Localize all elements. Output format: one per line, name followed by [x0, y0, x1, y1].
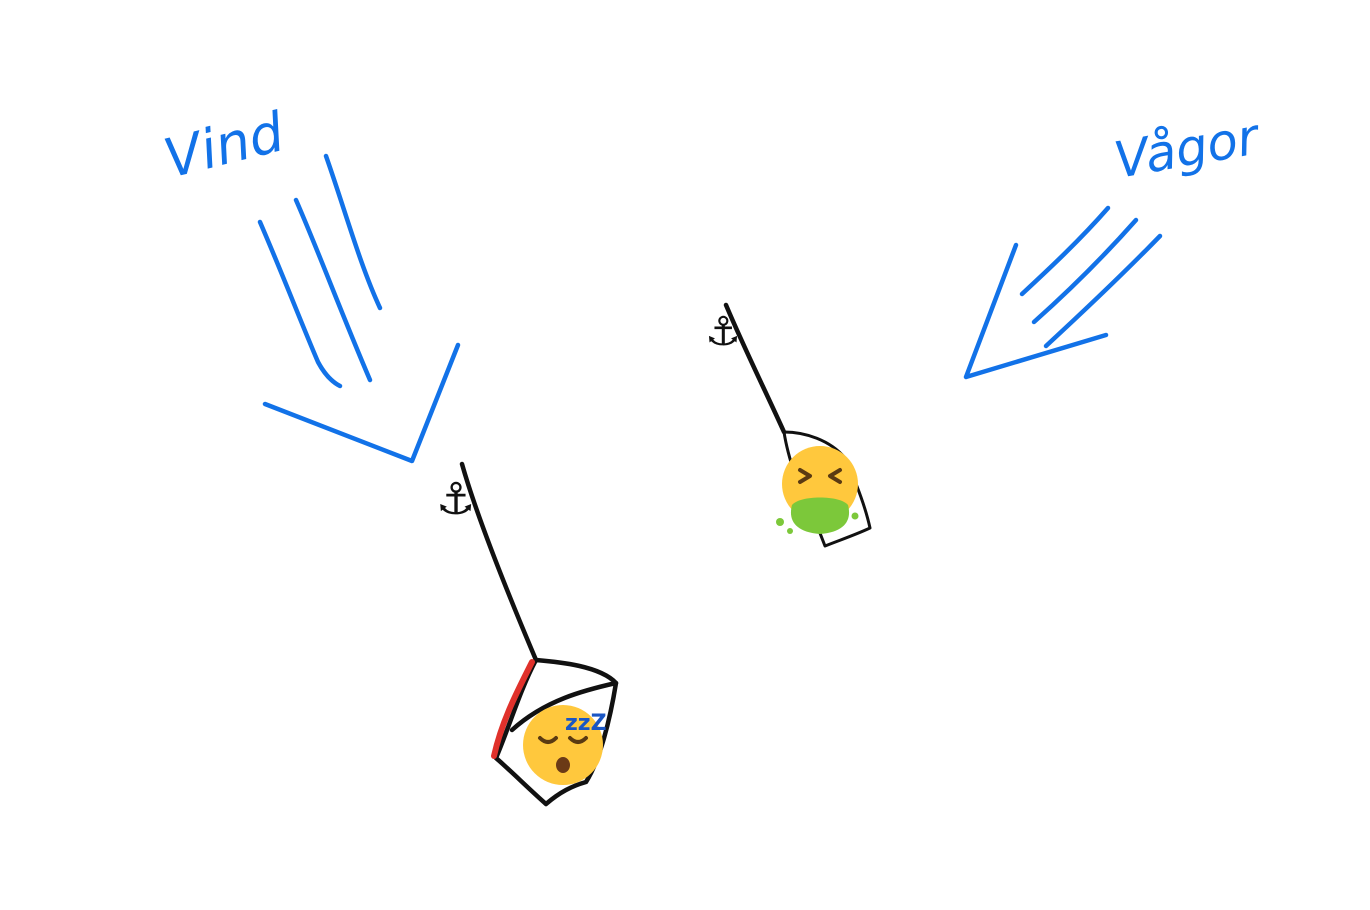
waves-arrowhead	[963, 242, 1109, 380]
vomiting-face-icon	[776, 446, 859, 534]
snore-text: zzZ	[565, 711, 607, 736]
boat-stern-highlight	[491, 659, 535, 759]
anchor-line	[459, 461, 539, 663]
anchor-icon: ⚓	[705, 309, 741, 355]
sleeping-face-icon: zzZ	[523, 705, 607, 785]
waves-line-2	[1031, 217, 1139, 325]
wind-label: Vind	[158, 100, 291, 190]
boat-sick: ⚓	[705, 302, 872, 548]
waves-label: Vågor	[1110, 107, 1266, 190]
boat-inner-line	[509, 680, 619, 733]
wind-annotation: Vind	[158, 100, 461, 464]
wind-arrowhead	[262, 342, 461, 464]
wind-line-3	[323, 153, 383, 311]
waves-line-1	[1019, 205, 1111, 297]
wind-line-1	[257, 219, 343, 389]
waves-annotation: Vågor	[963, 107, 1266, 380]
boat-hull	[493, 657, 619, 807]
anchor-line	[723, 302, 787, 435]
waves-line-3	[1043, 233, 1163, 349]
wind-line-2	[293, 197, 373, 383]
boat-sleeping: ⚓ zzZ	[436, 461, 619, 807]
